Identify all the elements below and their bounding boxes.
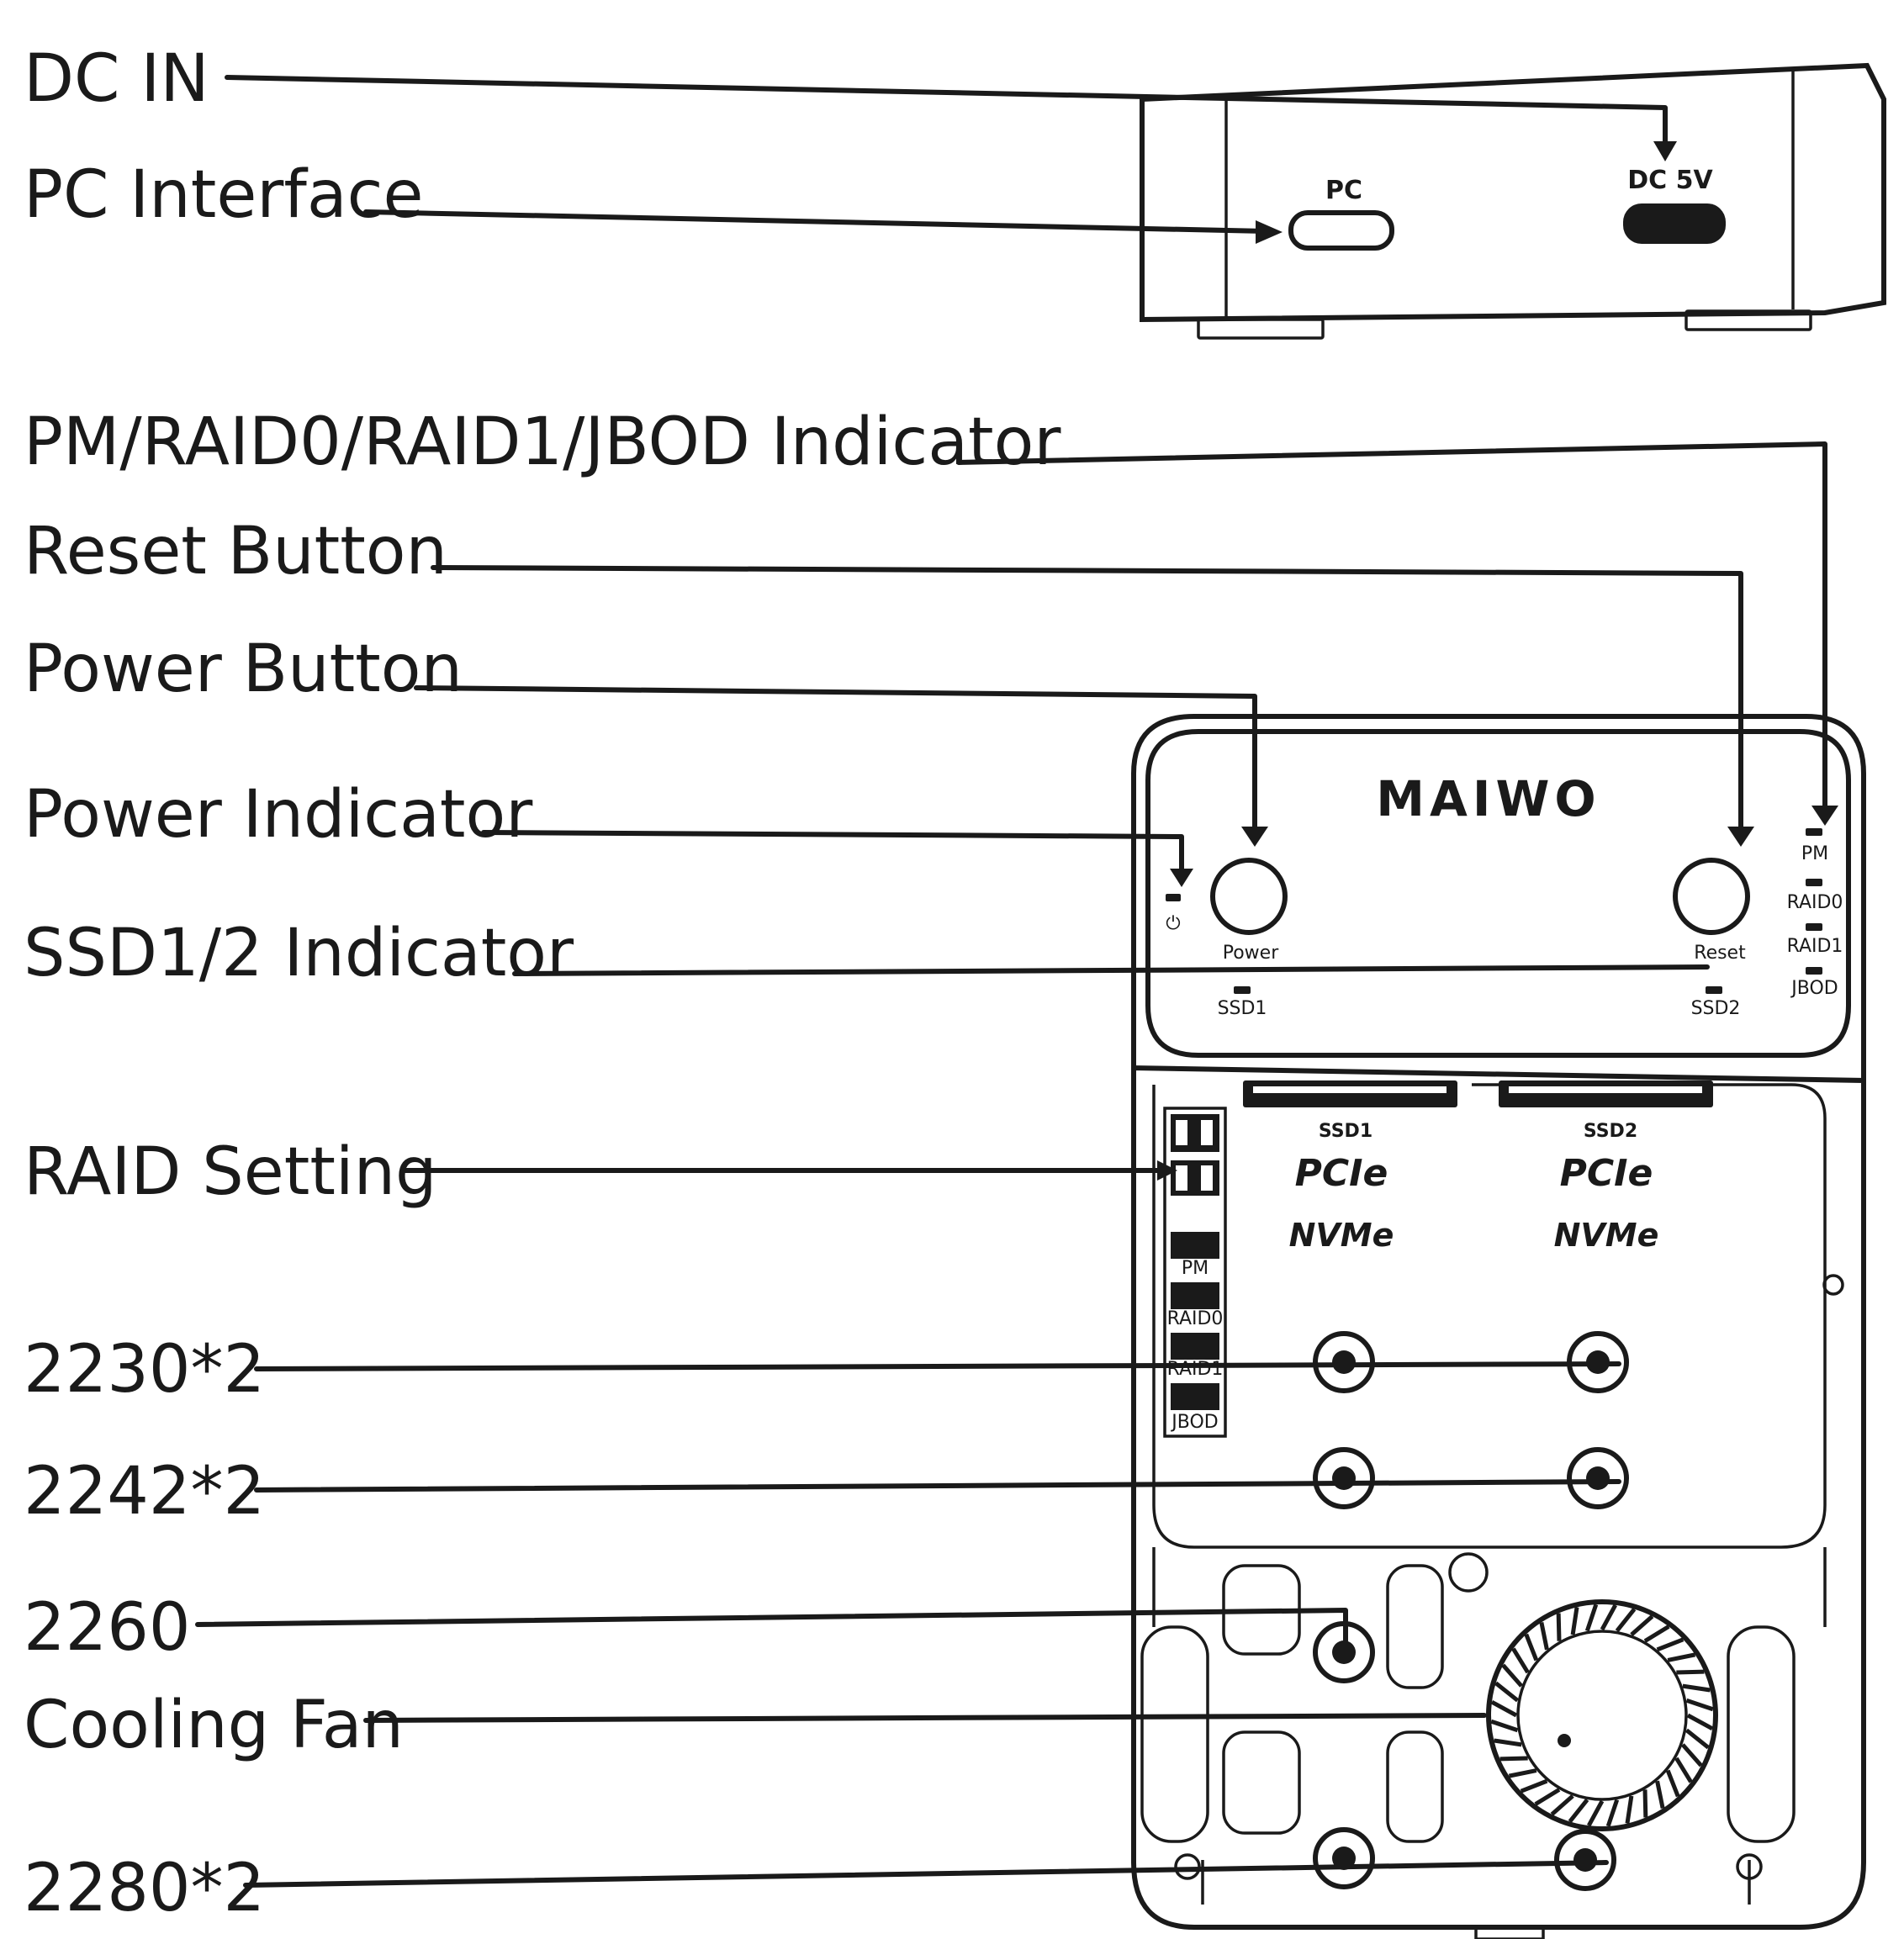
label-2260: 2260 <box>24 1590 191 1666</box>
dc-port-label: DC 5V <box>1627 166 1713 195</box>
mode-led-label-raid1: RAID1 <box>1787 936 1843 957</box>
fan-blade <box>1494 1681 1520 1703</box>
fan-blade <box>1685 1698 1714 1712</box>
ssd2-led <box>1706 986 1722 994</box>
control-panel: MAIWO Power Reset ⏻ SSD1 SSD2 PM RAID0 R… <box>1131 714 1866 1139</box>
power-symbol-icon: ⏻ <box>1166 913 1180 934</box>
label-2230: 2230*2 <box>24 1332 265 1408</box>
side-view: PC DC 5V <box>1140 62 1886 340</box>
mode-led-jbod <box>1806 967 1822 975</box>
ssd2-led-label: SSD2 <box>1691 998 1741 1019</box>
standoff-2280-right <box>1554 1829 1616 1891</box>
fan-blade <box>1494 1738 1522 1747</box>
fan-blade <box>1501 1663 1524 1688</box>
fan-blade <box>1524 1633 1539 1662</box>
fan-blade <box>1642 1789 1648 1818</box>
fan-blade <box>1600 1604 1617 1631</box>
label-pc-interface: PC Interface <box>24 157 424 233</box>
dip-label-pm: PM <box>1182 1258 1209 1279</box>
label-power-button: Power Button <box>24 631 463 707</box>
fan-blade <box>1643 1625 1670 1643</box>
dip-label-raid0: RAID0 <box>1167 1308 1224 1329</box>
ssd2-slot-label: SSD2 <box>1584 1121 1637 1142</box>
reset-button[interactable] <box>1673 858 1750 935</box>
dip-label-raid1: RAID1 <box>1167 1359 1224 1380</box>
label-mode-indicator: PM/RAID0/RAID1/JBOD Indicator <box>24 404 1061 480</box>
label-cooling-fan: Cooling Fan <box>24 1688 404 1763</box>
power-button[interactable] <box>1210 858 1288 935</box>
ssd1-connector <box>1243 1080 1457 1107</box>
standoff-2230-left <box>1313 1331 1375 1393</box>
fan-blade <box>1570 1607 1579 1635</box>
label-dc-in: DC IN <box>24 41 209 117</box>
fan-blade <box>1508 1768 1537 1778</box>
leader-lines <box>195 75 1838 1888</box>
reset-button-label: Reset <box>1694 943 1746 964</box>
fan-blade <box>1499 1756 1528 1762</box>
fan-blade <box>1584 1604 1599 1632</box>
fan-blade <box>1686 1713 1714 1730</box>
fan-blade <box>1656 1637 1685 1652</box>
ssd1-led <box>1234 986 1251 994</box>
label-reset-button: Reset Button <box>24 514 447 589</box>
mode-led-raid0 <box>1806 879 1822 886</box>
fan-blade <box>1550 1794 1574 1816</box>
fan-blade <box>1680 1743 1703 1767</box>
label-power-indicator: Power Indicator <box>24 777 533 853</box>
power-button-label: Power <box>1223 943 1279 964</box>
fan-blade <box>1490 1719 1519 1733</box>
fan-blade <box>1490 1700 1518 1718</box>
fan-blade <box>1587 1799 1605 1827</box>
mode-led-label-pm: PM <box>1801 843 1828 864</box>
fan-blade <box>1685 1728 1710 1750</box>
power-led <box>1166 894 1181 901</box>
standoff-2242-left <box>1313 1447 1375 1509</box>
label-raid-setting: RAID Setting <box>24 1134 437 1210</box>
fan-blade <box>1682 1683 1711 1693</box>
label-ssd-indicator: SSD1/2 Indicator <box>24 916 574 991</box>
callout-labels: DC IN PC Interface PM/RAID0/RAID1/JBOD I… <box>24 41 1061 1926</box>
fan-blade <box>1630 1614 1654 1637</box>
pc-port-label: PC <box>1325 176 1362 205</box>
standoff-2280-left <box>1313 1827 1375 1889</box>
pc-port <box>1288 210 1394 251</box>
label-2242: 2242*2 <box>24 1454 265 1530</box>
mode-led-label-raid0: RAID0 <box>1787 892 1843 913</box>
ssd1-led-label: SSD1 <box>1218 998 1267 1019</box>
fan-blade <box>1674 1757 1693 1783</box>
fan-blade <box>1667 1652 1696 1662</box>
standoff-2242-right <box>1567 1447 1629 1509</box>
ssd2-connector <box>1499 1080 1713 1107</box>
fan-blade <box>1568 1798 1589 1823</box>
fan-blade <box>1605 1799 1620 1827</box>
dip-label-jbod: JBOD <box>1170 1412 1218 1433</box>
fan-blade <box>1665 1769 1680 1798</box>
ssd2-pcie-logo: PCIe <box>1560 1152 1653 1195</box>
cooling-fan <box>1486 1599 1718 1831</box>
fan-blade <box>1625 1795 1634 1824</box>
ssd1-slot-label: SSD1 <box>1319 1121 1372 1142</box>
fan-blade <box>1511 1647 1530 1674</box>
fan-blade <box>1534 1788 1561 1806</box>
mode-led-pm <box>1806 828 1822 836</box>
mode-led-label-jbod: JBOD <box>1790 978 1838 999</box>
dc-port <box>1623 203 1726 244</box>
fan-blade <box>1520 1778 1548 1794</box>
fan-blade <box>1655 1780 1665 1810</box>
fan-blade <box>1556 1613 1562 1641</box>
label-2280: 2280*2 <box>24 1851 265 1926</box>
ssd2-nvme-logo: NVMe <box>1554 1217 1659 1254</box>
mode-led-raid1 <box>1806 923 1822 931</box>
mode-led-column: PM RAID0 RAID1 JBOD <box>1787 828 1843 999</box>
brand-logo: MAIWO <box>1376 770 1600 827</box>
fan-blade <box>1615 1608 1637 1633</box>
fan-blade <box>1539 1621 1549 1651</box>
raid-dip-switch[interactable]: PM RAID0 RAID1 JBOD <box>1163 1107 1227 1438</box>
ssd-bay: SSD1 SSD2 PCIe PCIe NVMe NVMe PM RAID0 R… <box>1131 1065 1866 1939</box>
ssd1-pcie-logo: PCIe <box>1295 1152 1388 1195</box>
ssd1-nvme-logo: NVMe <box>1289 1217 1394 1254</box>
